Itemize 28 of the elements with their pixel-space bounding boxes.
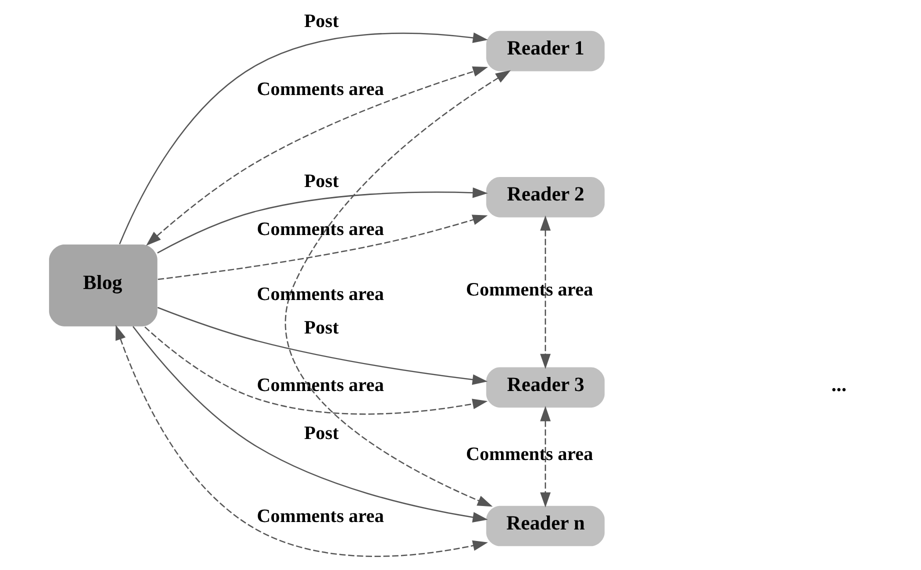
arrow	[156, 306, 488, 385]
edge-label: Post	[304, 171, 338, 192]
arrow	[146, 66, 488, 246]
arrow	[156, 187, 488, 254]
edge-label: Comments area	[256, 284, 384, 305]
arrow	[132, 326, 488, 523]
node-box: Reader 2	[486, 177, 604, 218]
label: ...	[830, 374, 846, 396]
edge-label: Comments area	[466, 444, 593, 465]
edge-label: Comments area	[256, 506, 384, 528]
node-box: Reader 3	[486, 367, 604, 408]
node-box: Blog	[48, 244, 157, 326]
node-box: Reader 1	[486, 30, 604, 72]
edge-label: Comments area	[256, 218, 384, 240]
edge-label: Comments area	[256, 375, 384, 396]
arrow	[540, 406, 550, 508]
arrow	[144, 326, 488, 415]
edge-label: Comments area	[466, 279, 593, 300]
arrow	[118, 32, 488, 244]
arrow	[157, 214, 488, 280]
node-box: Reader n	[486, 506, 604, 546]
edge-label: Post	[304, 317, 338, 338]
edge-label: Post	[304, 11, 338, 32]
edge-label: Comments area	[256, 79, 384, 100]
arrow	[540, 216, 550, 369]
arrow	[115, 324, 488, 557]
edge-label: Post	[304, 423, 338, 444]
arrow	[285, 70, 510, 507]
